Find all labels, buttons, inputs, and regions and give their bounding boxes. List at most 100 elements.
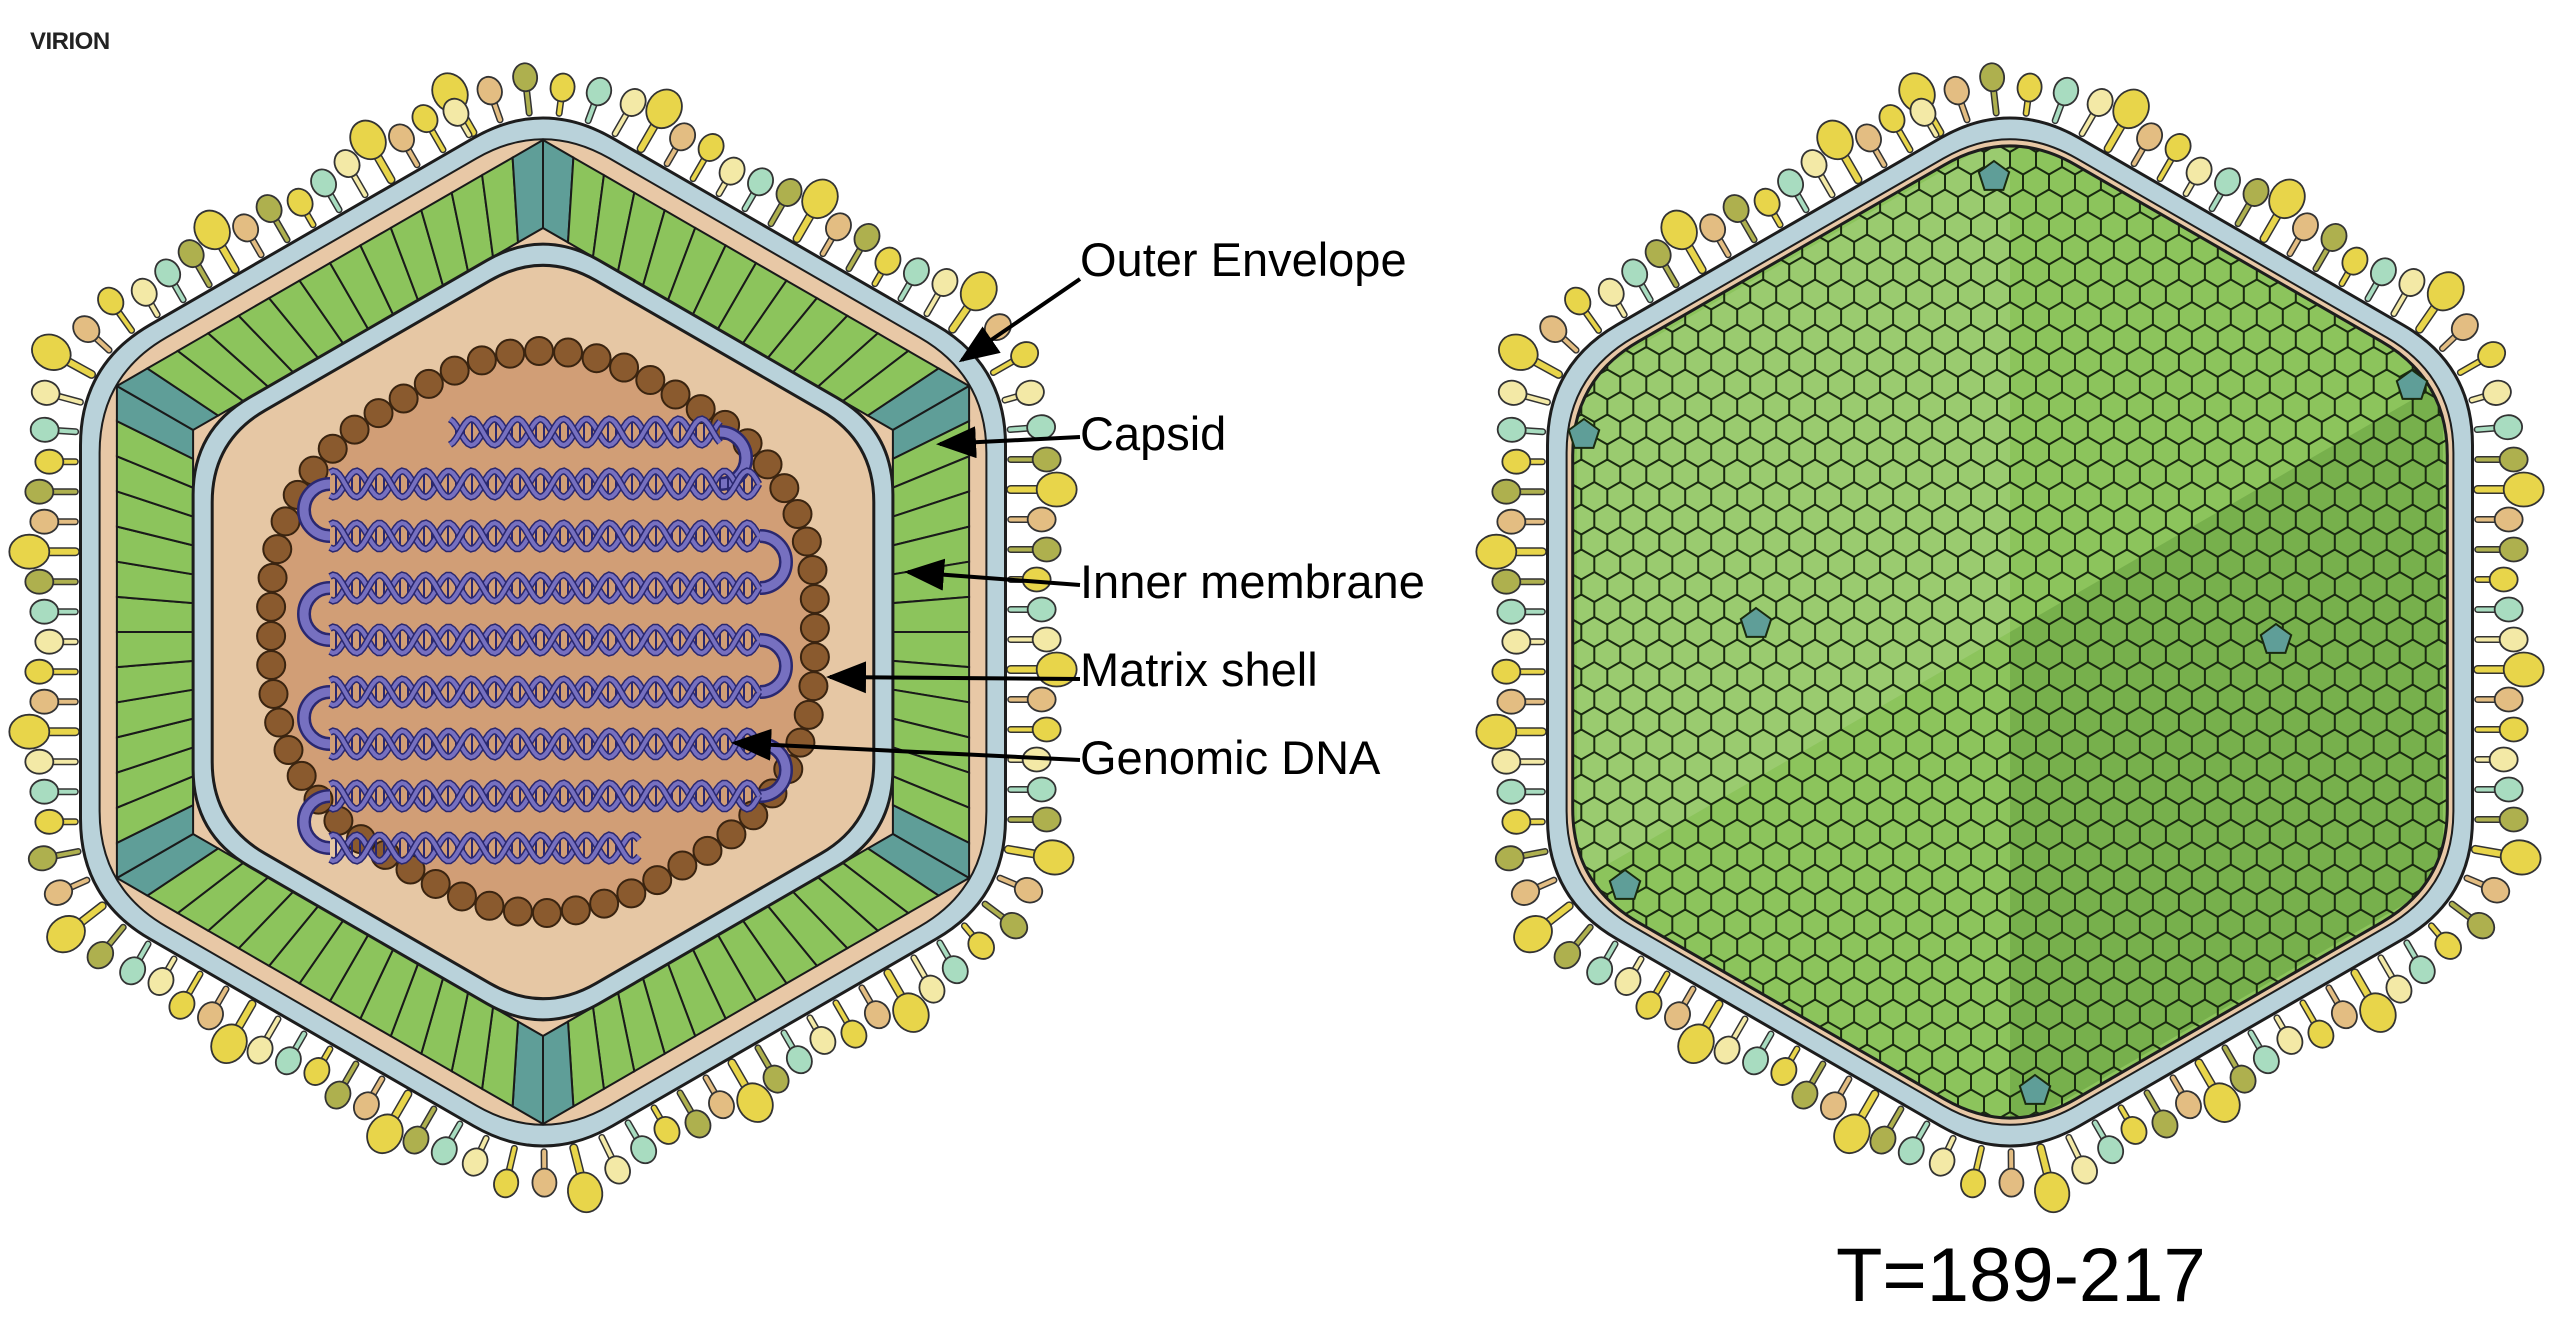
- spike-head: [1791, 1080, 1819, 1110]
- matrix-bead: [769, 473, 800, 504]
- dna-strand: [329, 832, 641, 864]
- spike-head: [1475, 713, 1518, 750]
- spike-head: [1753, 187, 1781, 217]
- spike-head: [1722, 194, 1750, 224]
- dna-turn: [299, 687, 331, 749]
- envelope-spikes: [8, 62, 1078, 1214]
- spike-head: [29, 778, 60, 805]
- spike-head: [430, 1136, 458, 1166]
- matrix-shell: [256, 335, 830, 929]
- arrow-inner-membrane: [904, 558, 1081, 591]
- spike-head: [246, 1035, 274, 1065]
- spike-head: [2120, 1116, 2148, 1145]
- matrix-bead: [258, 678, 289, 709]
- dna-strand: [329, 728, 761, 760]
- spike-head: [34, 628, 65, 655]
- spike-head: [46, 915, 86, 954]
- spike-head: [324, 1080, 352, 1110]
- spike-head: [8, 713, 51, 750]
- matrix-bead: [388, 383, 419, 414]
- spike-head: [512, 62, 539, 93]
- spike-head: [2493, 506, 2524, 533]
- matrix-bead: [560, 895, 591, 926]
- spike-head: [2203, 1082, 2241, 1123]
- spike-head: [1026, 686, 1057, 713]
- spike-head: [2151, 1109, 2179, 1139]
- spike-head: [24, 748, 55, 775]
- pentamer: [511, 138, 544, 245]
- matrix-bead: [474, 890, 505, 921]
- spike-head: [1026, 596, 1057, 623]
- spike-head: [2268, 178, 2306, 220]
- spike-head: [493, 1168, 520, 1199]
- spike-head: [718, 156, 746, 186]
- spike-head: [168, 990, 196, 1020]
- spike-head: [2320, 223, 2348, 252]
- spike-head: [2498, 536, 2529, 563]
- spike-head: [1497, 379, 1528, 406]
- spike-head: [941, 955, 969, 985]
- label-outer-envelope: Outer Envelope: [1080, 233, 1407, 286]
- spike-head: [736, 1082, 774, 1123]
- spike-head: [402, 1125, 430, 1155]
- matrix-bead: [589, 888, 620, 919]
- spike-head: [2229, 1064, 2257, 1094]
- arrow-outer-envelope: [958, 277, 1082, 363]
- spike-head: [1979, 62, 2006, 93]
- dna-strand: [329, 468, 761, 500]
- spike-head: [1833, 1113, 1871, 1155]
- dna-strand: [329, 624, 761, 656]
- spike-head: [210, 1023, 248, 1064]
- spike-head: [2164, 133, 2192, 162]
- dna-strand: [329, 572, 761, 604]
- spike-head: [2498, 716, 2529, 743]
- spike-head: [959, 271, 998, 312]
- spike-head: [29, 598, 60, 625]
- matrix-bead: [716, 819, 747, 850]
- dna-strand: [329, 520, 761, 552]
- matrix-bead: [553, 337, 584, 368]
- spike-head: [2426, 271, 2465, 312]
- spike-head: [2499, 839, 2542, 876]
- spike-head: [1496, 598, 1527, 625]
- genomic-dna: [297, 415, 793, 865]
- matrix-bead: [339, 414, 370, 445]
- pentamer: [2395, 368, 2429, 400]
- spike-head: [24, 478, 55, 505]
- spike-head: [2493, 414, 2524, 441]
- spike-head: [1501, 448, 1532, 475]
- spike-head: [476, 75, 503, 106]
- pentamer: [1567, 417, 1601, 449]
- matrix-bead: [793, 699, 824, 730]
- matrix-bead: [798, 671, 829, 702]
- spike-head: [31, 333, 72, 371]
- dna-strand: [329, 676, 761, 708]
- spike-head: [1742, 1046, 1769, 1076]
- matrix-bead: [685, 394, 716, 425]
- dna-strand: [329, 624, 761, 656]
- spike-head: [27, 845, 58, 872]
- matrix-bead: [413, 368, 444, 399]
- spike-head: [1510, 879, 1541, 906]
- dna-strand: [448, 416, 722, 448]
- spike-head: [2493, 776, 2524, 803]
- spike-head: [2034, 1171, 2071, 1214]
- spike-head: [1496, 778, 1527, 805]
- spike-head: [97, 286, 125, 316]
- spike-head: [2242, 178, 2270, 207]
- spike-head: [1031, 446, 1062, 473]
- spike-head: [840, 1019, 868, 1049]
- spike-head: [1026, 776, 1057, 803]
- matrix-bead: [797, 555, 828, 586]
- spike-head: [43, 879, 74, 906]
- spike-head: [2466, 912, 2496, 940]
- spike-head: [2385, 974, 2413, 1004]
- spike-head: [29, 688, 60, 715]
- matrix-bead: [642, 865, 673, 896]
- spike-head: [1909, 97, 1937, 127]
- matrix-bead: [273, 735, 304, 766]
- spike-head: [274, 1046, 302, 1076]
- matrix-bead: [466, 345, 497, 376]
- spike-head: [2252, 1045, 2280, 1075]
- spike-head: [931, 268, 959, 297]
